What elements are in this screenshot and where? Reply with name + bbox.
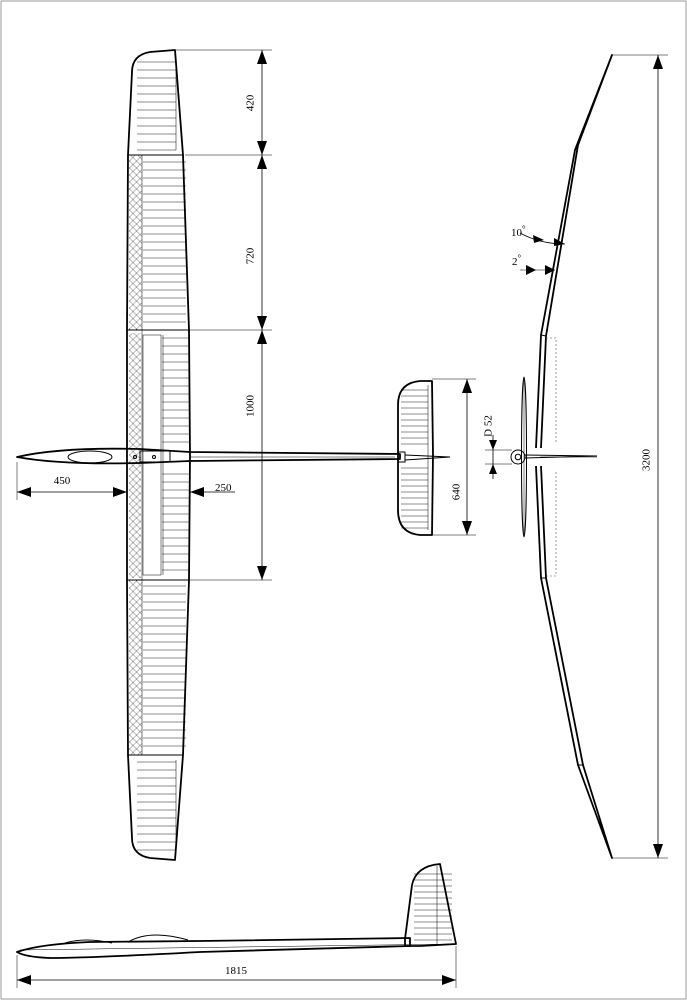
dim-label-tip-dihedral: 10°: [511, 224, 526, 239]
dim-label-420: 420: [245, 94, 257, 111]
wing-panel-joints: [127, 154, 189, 756]
front-stabilizer: [521, 376, 527, 538]
dim-label-450: 450: [54, 475, 71, 487]
canopy-top: [67, 450, 113, 464]
stabilizer-ribs: [401, 389, 428, 529]
wing-outline: [126, 49, 191, 861]
top-view-dimensions: [16, 49, 476, 581]
spinner-outer: [510, 449, 526, 465]
panel-dihedral-value: 2: [512, 256, 518, 268]
front-wing-right: [535, 54, 613, 449]
front-fin: [524, 454, 598, 459]
fuselage-top-view: [16, 447, 401, 465]
degree-sign: °: [518, 253, 522, 263]
dim-label-d52: D 52: [483, 415, 495, 437]
wing-spar-hatching: [129, 155, 142, 755]
side-canopy: [64, 939, 113, 944]
front-wing-left: [535, 465, 613, 859]
degree-sign: °: [522, 224, 526, 234]
dim-label-1815: 1815: [225, 965, 248, 977]
wing-ribs: [137, 61, 189, 851]
aileron-flap-lines: [142, 60, 177, 850]
dim-label-panel-dihedral: 2°: [512, 253, 522, 268]
fin-ribs: [414, 873, 452, 941]
dim-label-640: 640: [451, 483, 463, 500]
spinner-hub: [514, 453, 522, 461]
front-view: [485, 54, 668, 859]
dim-label-250: 250: [215, 482, 232, 494]
side-view: [16, 863, 457, 988]
dim-label-3200: 3200: [641, 449, 653, 472]
dim-label-1000: 1000: [245, 395, 257, 418]
side-fuselage: [16, 937, 411, 959]
side-fin: [404, 863, 457, 947]
tip-dihedral-value: 10: [511, 227, 523, 239]
stabilizer-top-view: [397, 380, 451, 536]
dim-label-720: 720: [245, 247, 257, 264]
wing-top-view: [126, 49, 191, 861]
